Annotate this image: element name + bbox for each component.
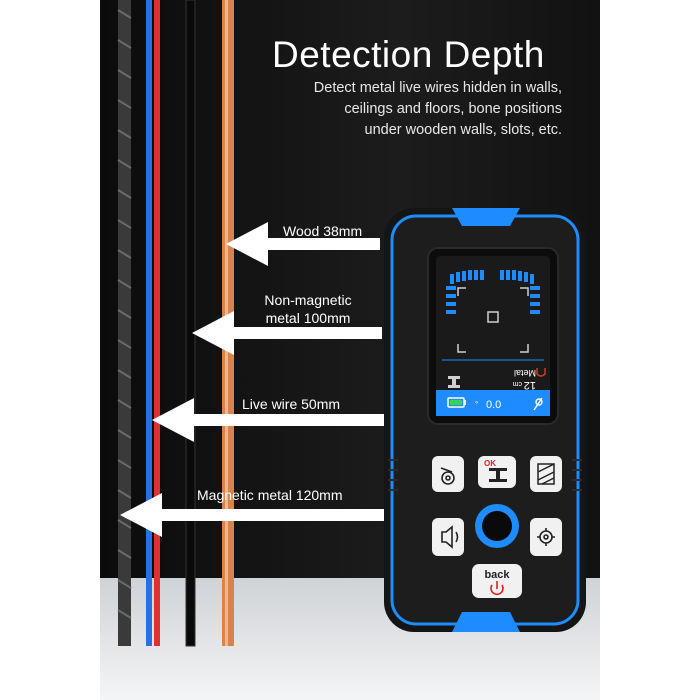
- red-wire: [154, 0, 160, 646]
- screen: [436, 256, 550, 416]
- depth-value: 12: [524, 379, 536, 391]
- battery-tip: [464, 400, 466, 405]
- callout-nonmagnetic-line-2: metal 100mm: [265, 310, 351, 326]
- battery-level: [450, 400, 462, 405]
- signal-scale: [446, 270, 540, 314]
- gear-icon: [537, 528, 555, 546]
- magnet-icon: [536, 368, 546, 377]
- ok-label: OK: [484, 459, 496, 468]
- ok-metal-button[interactable]: OK: [478, 456, 516, 488]
- crosshair-frame: [457, 287, 529, 353]
- description-line-3: under wooden walls, slots, etc.: [364, 122, 562, 138]
- center-sensor-button[interactable]: [475, 504, 519, 548]
- speaker-icon: [441, 525, 459, 549]
- settings-button[interactable]: [530, 518, 562, 556]
- scan-icon: [440, 467, 455, 485]
- page-title: Detection Depth: [272, 34, 545, 75]
- description-line-1: Detect metal live wires hidden in walls,: [313, 80, 562, 96]
- bottom-accent: [452, 612, 520, 632]
- back-power-button[interactable]: back: [472, 564, 522, 598]
- arrow-live-wire: [152, 398, 384, 442]
- callout-nonmagnetic: Non-magnetic metal 100mm: [252, 291, 364, 327]
- degree-icon: °: [475, 400, 478, 409]
- rebar-ridges: [117, 9, 132, 619]
- description: Detect metal live wires hidden in walls,…: [242, 78, 562, 141]
- scan-button[interactable]: [432, 456, 464, 492]
- depth-unit: cm: [513, 380, 523, 387]
- callout-live-wire: Live wire 50mm: [242, 396, 341, 412]
- wood-icon: [537, 463, 555, 485]
- black-rod: [185, 0, 196, 647]
- description-line-2: ceilings and floors, bone positions: [344, 101, 562, 117]
- callout-nonmagnetic-line-1: Non-magnetic: [264, 292, 352, 308]
- arrow-nonmagnetic: [192, 311, 382, 355]
- arrow-magnetic: [120, 493, 388, 537]
- side-grips: [388, 459, 582, 491]
- probe-icon: [533, 397, 543, 411]
- callout-wood: Wood 38mm: [283, 223, 363, 239]
- volume-button[interactable]: [432, 518, 464, 556]
- blue-wire: [146, 0, 152, 646]
- metal-beam-icon: [448, 376, 460, 388]
- reading-value: 0.0: [486, 399, 501, 411]
- callout-magnetic: Magnetic metal 120mm: [197, 487, 343, 503]
- arrow-wood: [226, 222, 380, 266]
- top-accent: [452, 208, 520, 226]
- back-label: back: [484, 569, 510, 581]
- mode-label: Metal: [514, 368, 536, 378]
- power-icon: [490, 581, 504, 596]
- wood-mode-button[interactable]: [530, 456, 562, 492]
- beam-icon: [489, 468, 507, 482]
